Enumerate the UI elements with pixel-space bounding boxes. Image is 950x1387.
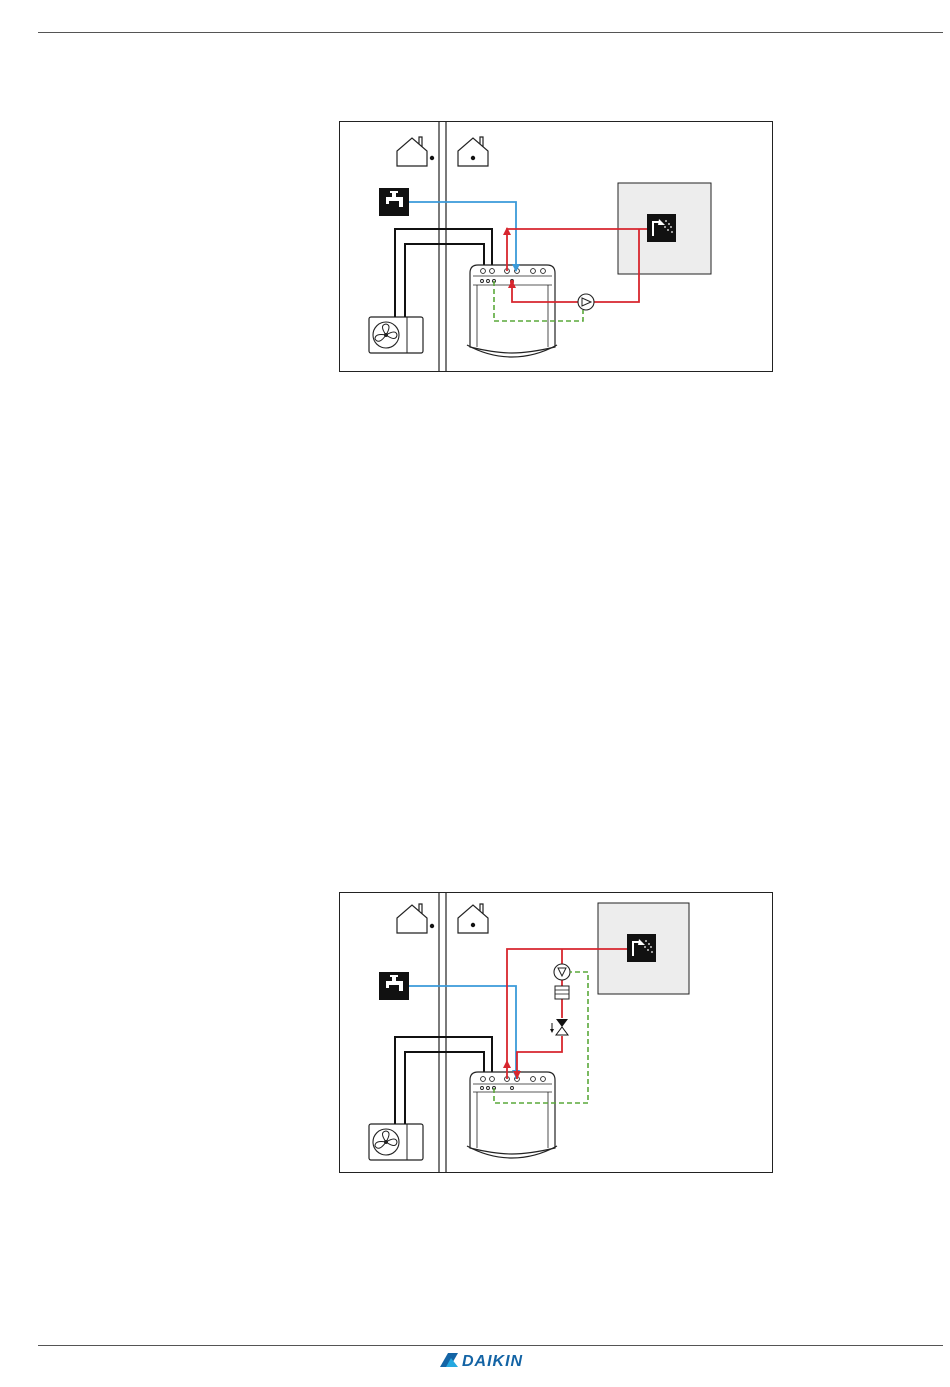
filter-icon <box>555 986 569 999</box>
outdoor-unit <box>369 317 423 353</box>
shower-icon <box>647 214 676 242</box>
logo-text: DAIKIN <box>462 1353 523 1370</box>
daikin-logo: DAIKIN <box>440 1350 542 1370</box>
indoor-dot <box>471 156 475 160</box>
pump-icon <box>554 964 570 980</box>
installation-diagram-2 <box>339 892 773 1173</box>
tap-icon <box>379 972 409 1000</box>
footer-rule <box>38 1345 943 1346</box>
indoor-unit <box>467 1072 557 1158</box>
shower-icon <box>627 934 656 962</box>
indoor-unit <box>467 265 557 357</box>
outdoor-dot <box>430 924 434 928</box>
indoor-dot <box>471 923 475 927</box>
pump-icon <box>578 294 594 310</box>
tap-icon <box>379 188 409 216</box>
outdoor-dot <box>430 156 434 160</box>
header-rule <box>38 32 943 33</box>
outdoor-unit <box>369 1124 423 1160</box>
installation-diagram-1 <box>339 121 773 372</box>
